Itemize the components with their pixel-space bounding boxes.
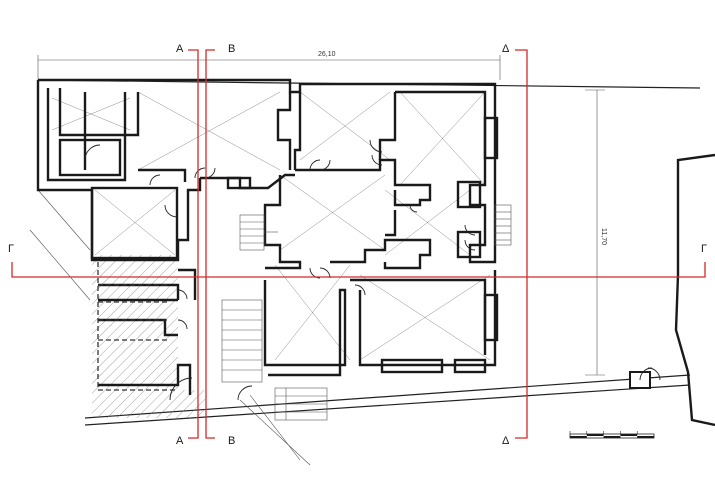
neighbour-building: [629, 153, 715, 427]
section-line-d: [515, 49, 528, 439]
section-label-b-top: B: [228, 43, 235, 55]
section-label-a-top: A: [176, 43, 184, 55]
overall-depth-label: 11,70: [600, 228, 607, 245]
section-label-d-bottom: Δ: [502, 435, 510, 447]
section-label-a-bottom: A: [176, 435, 184, 447]
section-label-b-bottom: B: [228, 435, 235, 447]
dashed-walls: [97, 262, 175, 391]
room-diagonals: [51, 91, 491, 361]
scale-bar-segment: [620, 434, 638, 436]
hatched-courtyard: [92, 255, 205, 418]
overall-length-label: 26,10: [318, 51, 336, 58]
door-swings: [84, 139, 476, 401]
overall-depth-dimension: 11,70: [585, 89, 607, 376]
building-walls: [36, 78, 499, 395]
section-line-b: [205, 49, 215, 439]
staircase-entrance: [274, 387, 328, 421]
scale-bar-segment: [603, 436, 621, 438]
scale-bar-segment: [637, 436, 654, 438]
staircase-south: [221, 299, 263, 383]
staircase-east: [494, 204, 512, 246]
section-label-d-top: Δ: [502, 43, 510, 55]
scale-bar: [569, 431, 655, 439]
scale-bar-segment: [570, 436, 587, 438]
overall-length-dimension: 26,10: [37, 51, 501, 80]
section-label-g-left: Γ: [8, 243, 14, 255]
section-line-g: [11, 262, 706, 278]
section-label-g-right: Γ: [701, 243, 707, 255]
section-line-a: [188, 49, 199, 439]
scale-bar-segment: [586, 434, 604, 436]
staircase-north: [239, 214, 278, 251]
